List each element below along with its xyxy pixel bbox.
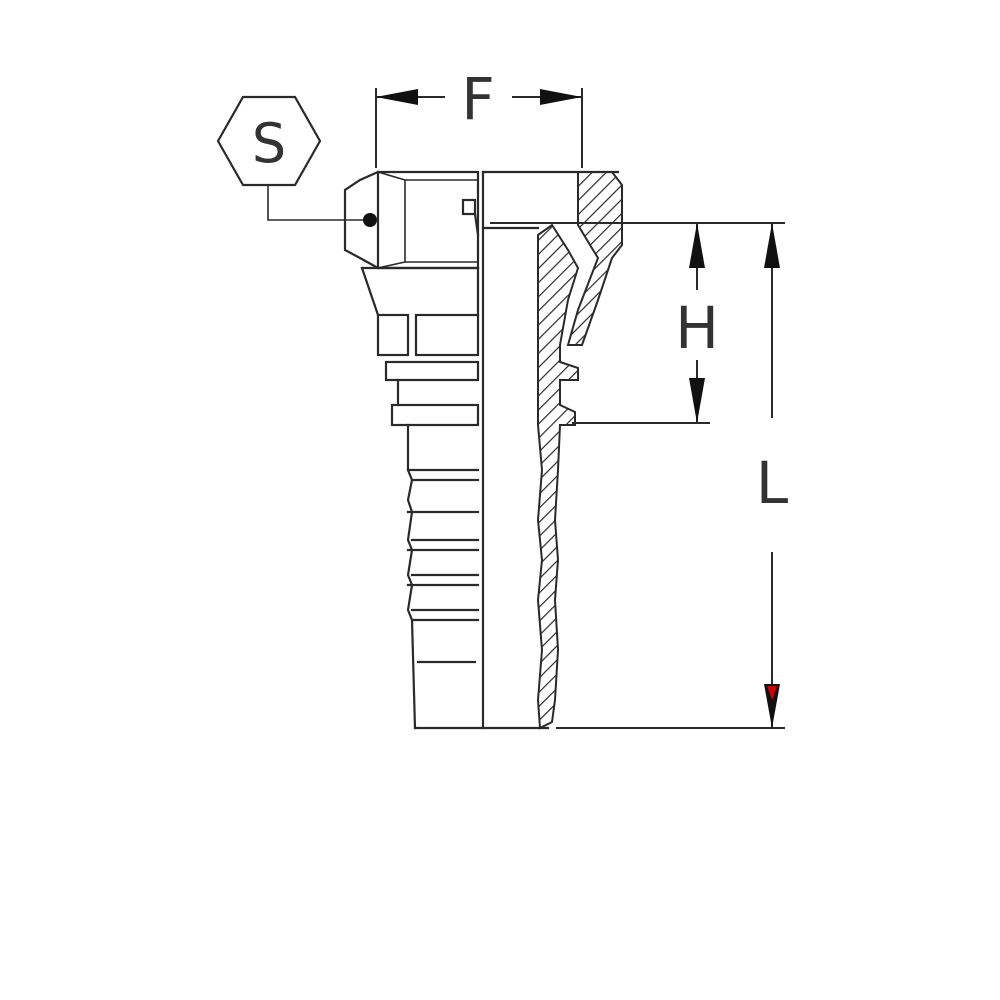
dimension-h: H bbox=[490, 222, 785, 424]
hex-label: S bbox=[252, 112, 286, 175]
section-view bbox=[461, 171, 623, 730]
dimension-l: L bbox=[556, 223, 788, 729]
nut-external bbox=[343, 170, 480, 270]
dimension-f: F bbox=[375, 65, 583, 168]
hex-size-callout: S bbox=[216, 95, 377, 227]
dim-h-label: H bbox=[675, 294, 719, 362]
nut-skirt bbox=[360, 266, 480, 317]
hexagon-symbol bbox=[216, 95, 322, 187]
ring-lower bbox=[390, 403, 480, 427]
arrow-tip-accent bbox=[767, 686, 777, 700]
hose-tail-external bbox=[406, 423, 550, 730]
leader-dot bbox=[363, 213, 377, 227]
ring-upper bbox=[384, 360, 480, 382]
hex-leader-line bbox=[267, 185, 370, 221]
collar bbox=[376, 313, 480, 357]
dim-f-label: F bbox=[461, 65, 494, 133]
dim-l-label: L bbox=[756, 449, 788, 517]
